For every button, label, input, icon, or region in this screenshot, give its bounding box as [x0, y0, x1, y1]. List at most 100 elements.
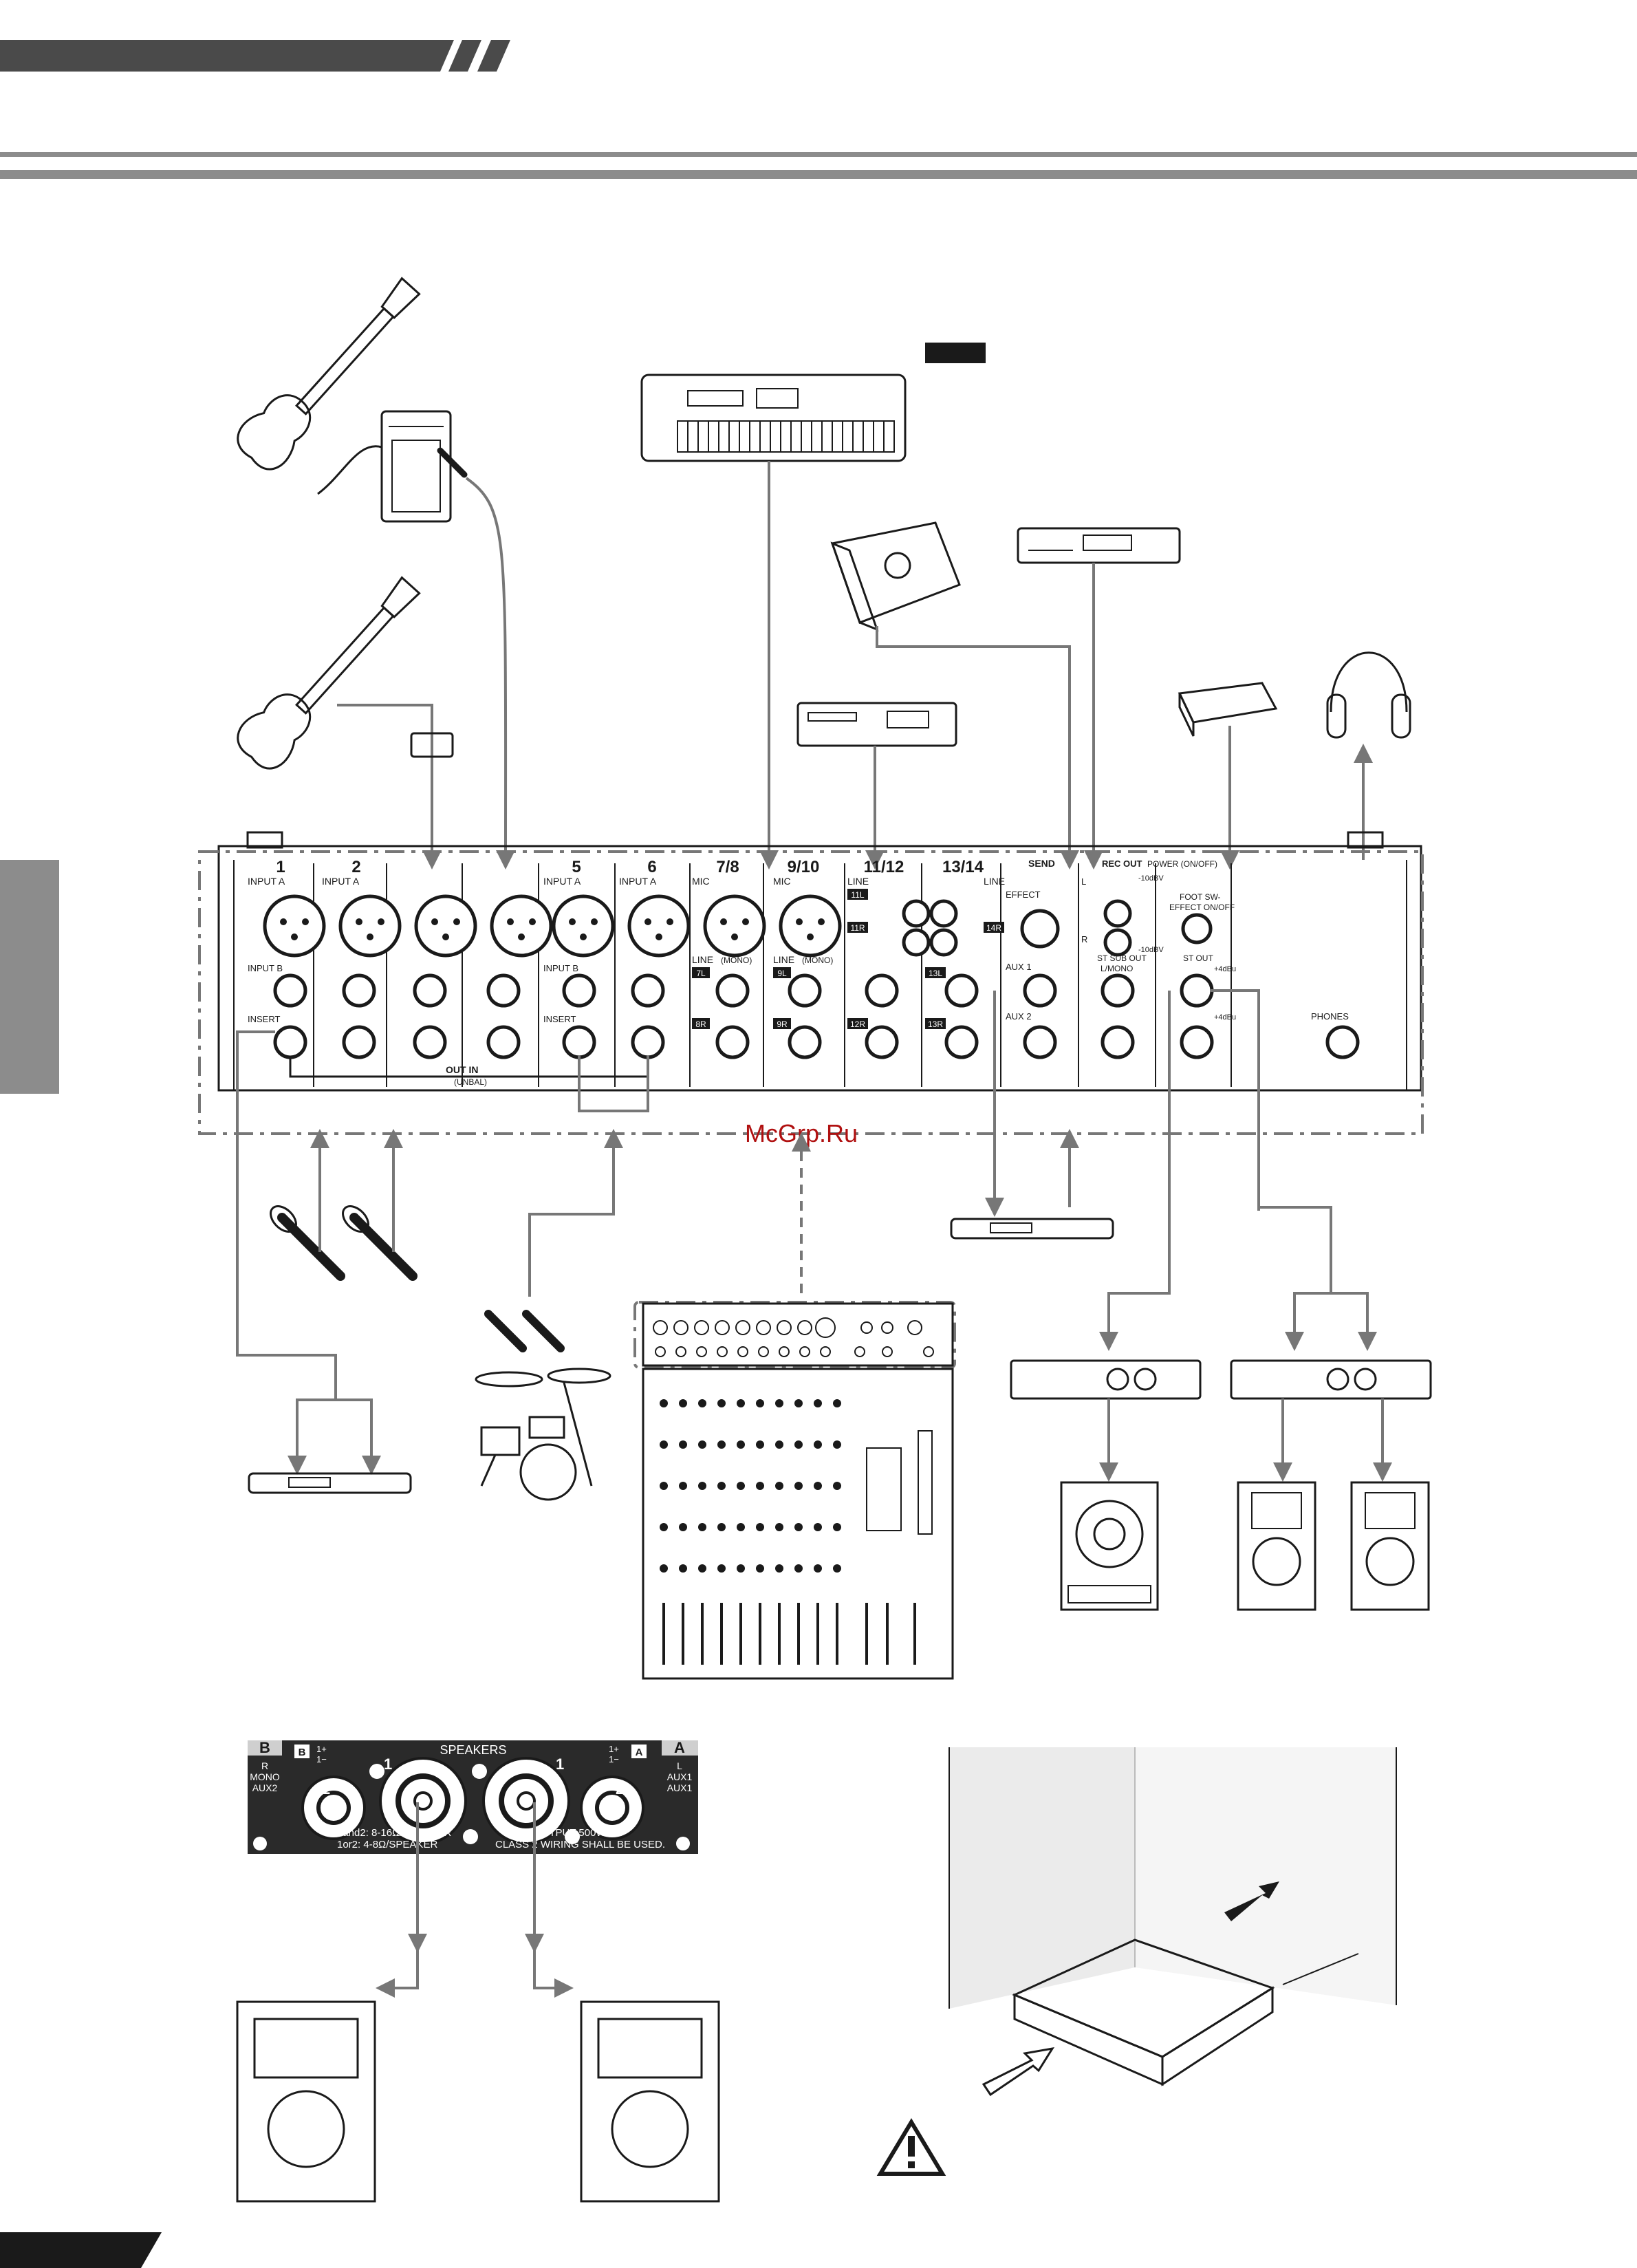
svg-text:12R: 12R [850, 1019, 865, 1029]
panel-b-label: B [259, 1739, 270, 1756]
svg-text:2: 2 [616, 1780, 624, 1797]
plus-label: 1+ [316, 1744, 327, 1754]
svg-text:MONO: MONO [250, 1771, 280, 1782]
footer-bar [0, 2232, 162, 2268]
floor-monitor-icon [830, 521, 961, 631]
synthesizer-icon [640, 374, 907, 462]
channel-number-11-12: 11/12 [864, 858, 904, 876]
power-amplifier-icon [1230, 1359, 1432, 1400]
insert-label: INSERT [248, 1014, 280, 1024]
minus10-label: -10dBV [1138, 874, 1164, 883]
line-label: LINE [847, 876, 869, 887]
mic-icon [437, 447, 468, 478]
warning-icon [876, 2118, 946, 2176]
input-a-label: INPUT A [248, 876, 285, 887]
svg-text:13R: 13R [928, 1019, 943, 1029]
drum-mic-icon [484, 1310, 565, 1352]
foot-sw-label: FOOT SW- [1180, 892, 1221, 902]
input-a-label: INPUT A [322, 876, 360, 887]
power-amplifier-icon [1010, 1359, 1202, 1400]
input-b-label: INPUT B [543, 963, 578, 973]
input-a-label: INPUT A [619, 876, 657, 887]
aux2-label: AUX 2 [1006, 1011, 1032, 1022]
jacks-row-2 [273, 1025, 1360, 1059]
rec-out-label: REC OUT [1102, 858, 1142, 869]
minus-label: 1− [609, 1754, 619, 1764]
speakers-title: SPEAKERS [440, 1743, 506, 1757]
line-tags: 7L 8R 9L 9R 11L 11R 12R 13L 13R 14R [692, 889, 1004, 1029]
impedance-note: 1and2: 8-16Ω/SPEAKER [337, 1827, 451, 1839]
panel-labels: INPUT B INPUT B INSERT INSERT OUT IN (UN… [248, 858, 1349, 1087]
svg-text:1: 1 [556, 1756, 564, 1773]
effect-onoff-label: EFFECT ON/OFF [1169, 903, 1235, 912]
lock-label: LOCK [413, 1761, 437, 1771]
input-b-label: INPUT B [248, 963, 283, 973]
speaker-icon [1237, 1481, 1316, 1611]
svg-text:9R: 9R [777, 1019, 788, 1029]
svg-text:14R: 14R [986, 923, 1001, 933]
input-a-label: INPUT A [543, 876, 581, 887]
st-out-label: ST OUT [1183, 953, 1213, 963]
recorder-icon [1017, 527, 1181, 564]
svg-text:L: L [677, 1760, 682, 1771]
svg-text:13L: 13L [929, 969, 942, 978]
wiring-note: CLASS 2 WIRING SHALL BE USED. [495, 1839, 665, 1850]
lock-label: LOCK [517, 1761, 542, 1771]
vocal-mic-icon [270, 1205, 345, 1281]
header-bar [0, 40, 510, 72]
svg-text:8R: 8R [695, 1019, 706, 1029]
mono-label: (MONO) [802, 955, 833, 965]
header-rules [0, 152, 1637, 179]
l-label: L [1081, 876, 1086, 887]
st-sub-out-label: ST SUB OUT [1097, 953, 1147, 963]
channel-number-5: 5 [572, 858, 581, 876]
channel-number-1: 1 [276, 858, 285, 876]
mic-label: MIC [773, 876, 791, 887]
note-badge [925, 343, 986, 363]
input-a-labels: INPUT A INPUT A INPUT A INPUT A MIC MIC [248, 876, 791, 887]
channel-number-9-10: 9/10 [788, 858, 820, 876]
jacks-row-1 [273, 973, 1214, 1008]
effect-processor-icon [248, 1472, 412, 1494]
panel-outline [198, 850, 1424, 1135]
plus4-label: +4dBu [1214, 965, 1236, 973]
cd-player-icon [796, 702, 957, 747]
svg-text:1: 1 [384, 1756, 392, 1773]
phones-label: PHONES [1311, 1011, 1349, 1022]
effect-processor-icon [950, 1218, 1114, 1240]
electric-guitar-icon [237, 576, 421, 770]
subwoofer-icon [1060, 1481, 1159, 1611]
headphones-icon [1326, 651, 1411, 739]
panel-a-label: A [674, 1739, 685, 1756]
line-label: LINE [773, 954, 794, 965]
foot-switch-icon [1178, 682, 1278, 737]
minus-label: 1− [316, 1754, 327, 1764]
rca-jacks [902, 899, 1213, 957]
channel-numbers: 1 2 5 6 7/8 9/10 11/12 13/14 [276, 858, 984, 876]
unbal-label: (UNBAL) [454, 1077, 487, 1087]
svg-text:9L: 9L [777, 969, 787, 978]
speaker-icon [580, 2000, 720, 2203]
svg-text:B: B [299, 1747, 306, 1758]
channel-number-7-8: 7/8 [716, 858, 739, 876]
power-label: POWER (ON/OFF) [1147, 859, 1217, 869]
side-tab [0, 860, 59, 1094]
vocal-mic-icon [342, 1205, 418, 1281]
insert-label: INSERT [543, 1014, 576, 1024]
svg-text:11R: 11R [850, 923, 865, 933]
mixer-front-panel [633, 1301, 956, 1680]
speaker-icon [236, 2000, 376, 2203]
impedance-note: 1or2: 4-8Ω/SPEAKER [337, 1839, 437, 1850]
svg-text:11L: 11L [851, 890, 864, 900]
minus10-label: -10dBV [1138, 946, 1164, 954]
l-mono-label: L/MONO [1101, 964, 1133, 973]
channel-number-6: 6 [647, 858, 656, 876]
out-in-label: OUT IN [446, 1064, 478, 1075]
di-box [410, 732, 454, 758]
xlr-inputs [263, 894, 842, 958]
guitar-amp-icon [380, 410, 452, 523]
svg-text:2: 2 [322, 1780, 330, 1797]
send-label: SEND [1028, 858, 1055, 869]
mic-label: MIC [692, 876, 710, 887]
